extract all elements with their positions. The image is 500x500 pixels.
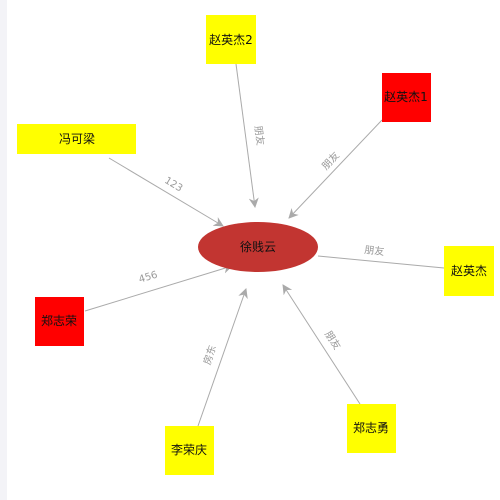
node-zhao1[interactable]: 赵英杰1 bbox=[382, 73, 431, 122]
edge-feng bbox=[108, 157, 224, 227]
node-zheng-y-label: 郑志勇 bbox=[353, 420, 389, 435]
edge-label-zhao2: 朋友 bbox=[252, 125, 268, 147]
edge-zheng-y bbox=[282, 284, 361, 405]
edge-label-zheng-r: 456 bbox=[138, 270, 159, 286]
edge-label-zhao: 朋友 bbox=[364, 243, 385, 258]
node-zhao2-label: 赵英杰2 bbox=[209, 33, 253, 47]
node-li-label: 李荣庆 bbox=[171, 442, 207, 457]
node-feng[interactable]: 冯可梁 bbox=[17, 124, 136, 154]
node-zhao1-label: 赵英杰1 bbox=[384, 90, 428, 104]
edge-label-zhao1: 朋友 bbox=[319, 149, 342, 172]
node-zheng-r-label: 郑志荣 bbox=[41, 313, 77, 328]
left-rail bbox=[0, 0, 7, 500]
edge-zhao2 bbox=[235, 63, 259, 208]
edge-label-li: 房东 bbox=[200, 343, 219, 366]
node-zhao2[interactable]: 赵英杰2 bbox=[206, 15, 256, 64]
edge-label-zheng-y: 朋友 bbox=[322, 328, 344, 352]
node-center[interactable]: 徐贱云 bbox=[198, 222, 318, 272]
node-zheng-r[interactable]: 郑志荣 bbox=[35, 297, 84, 346]
node-center-label: 徐贱云 bbox=[240, 239, 276, 254]
node-zheng-y[interactable]: 郑志勇 bbox=[347, 404, 396, 453]
node-li[interactable]: 李荣庆 bbox=[165, 426, 214, 475]
node-zhao-label: 赵英杰 bbox=[451, 264, 487, 278]
node-feng-label: 冯可梁 bbox=[59, 131, 95, 146]
edge-zhao1 bbox=[288, 119, 383, 219]
edge-zhao bbox=[317, 255, 445, 269]
edge-zheng-r bbox=[84, 263, 233, 312]
edge-li bbox=[197, 288, 248, 427]
node-zhao[interactable]: 赵英杰 bbox=[444, 246, 494, 296]
